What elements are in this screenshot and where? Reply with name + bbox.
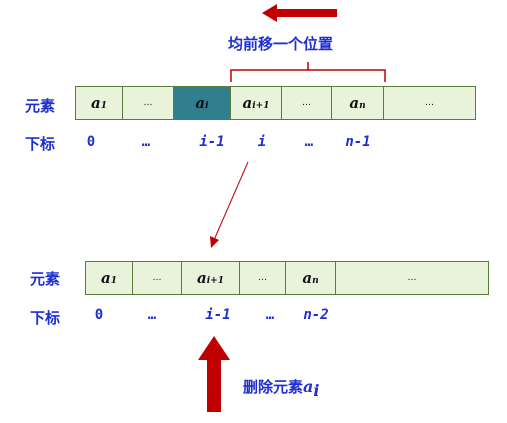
top-cell-value: … <box>302 98 311 108</box>
bottom-cell: … <box>335 261 489 295</box>
shift-bracket <box>230 62 386 82</box>
top-cell: … <box>281 86 332 120</box>
top-index: i-1 <box>199 134 225 150</box>
bottom-index: n-2 <box>303 307 329 323</box>
top-cell-value: a <box>91 94 101 112</box>
top-cell-value: … <box>425 98 434 108</box>
top-cell: … <box>383 86 476 120</box>
bottom-index: … <box>265 307 275 323</box>
bottom-cell: … <box>132 261 182 295</box>
delete-note-var: a <box>303 377 314 396</box>
shift-left-arrow <box>262 4 337 22</box>
bottom-cell-value: … <box>407 273 417 283</box>
shift-note: 均前移一个位置 <box>228 35 334 53</box>
bottom-index: … <box>147 307 157 323</box>
bottom-cell-subscript: i+1 <box>206 276 224 286</box>
diagonal-arrow <box>210 161 249 248</box>
delete-note: 删除元素ai <box>243 376 319 400</box>
bottom-cell-value: a <box>197 269 207 287</box>
top-cell-subscript: n <box>359 101 366 111</box>
delete-note-sub: i <box>313 381 320 400</box>
bottom-index: 0 <box>94 307 104 323</box>
delete-up-arrow <box>198 336 230 412</box>
bottom-index: i-1 <box>205 307 231 323</box>
top-index: … <box>141 134 151 150</box>
top-index: … <box>304 134 314 150</box>
top-cell-subscript: i <box>205 101 209 111</box>
bottom-cell: … <box>239 261 286 295</box>
top-index: i <box>257 134 267 150</box>
top-index: 0 <box>86 134 96 150</box>
bottom-cell-subscript: n <box>312 276 319 286</box>
top-cell-value: a <box>242 94 253 112</box>
bottom-cell-value: … <box>258 273 267 283</box>
top-cell: … <box>122 86 174 120</box>
top-index-label: 下标 <box>25 135 56 153</box>
top-cell-value: a <box>195 94 206 112</box>
bottom-cell-value: a <box>101 269 111 287</box>
bottom-cell-value: … <box>152 273 162 283</box>
top-elements-label: 元素 <box>25 97 56 115</box>
bottom-elements-label: 元素 <box>30 270 61 288</box>
top-cell-subscript: 1 <box>100 101 107 111</box>
top-cell-value: … <box>143 98 153 108</box>
top-cell-subscript: i+1 <box>252 101 270 111</box>
bottom-cell-value: a <box>302 269 313 287</box>
top-index: n-1 <box>345 134 371 150</box>
bottom-cell-subscript: 1 <box>110 276 117 286</box>
delete-note-text: 删除元素 <box>243 378 304 396</box>
top-cell-value: a <box>349 94 360 112</box>
bottom-index-label: 下标 <box>30 309 61 327</box>
